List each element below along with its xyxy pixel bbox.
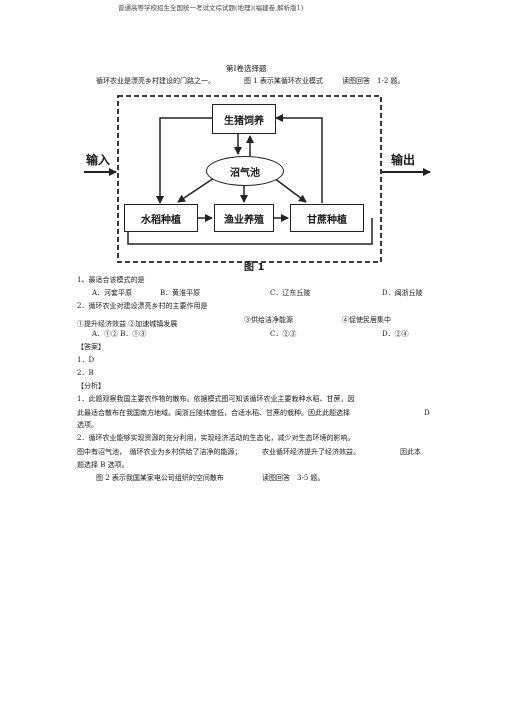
analysis-2-line-2b: 农业循环经济提升了经济效益。: [262, 448, 360, 456]
pig-farming-box: 生猪饲养: [212, 104, 276, 134]
analysis-1-line-3: 选项。: [77, 421, 98, 429]
analysis-1-line-2: 此最适合散布在我国南方地域。闽浙丘陵纬度低，合适水稻、甘蔗的栽种。因此此题选择: [77, 409, 350, 417]
analysis-1-line-1: 1．此题观察我国主要农作物的散布。依据模式图可知该循环农业主要栽种水稻、甘蔗，因: [77, 395, 355, 403]
q2-item-3: ③供给洁净能源: [244, 316, 293, 324]
section-title: 第Ⅰ卷选择题: [226, 64, 267, 73]
analysis-2-line-2a: 图中有沼气池， 循环农业为乡村供给了洁净的能源；: [77, 448, 242, 456]
q1-option-a: A．河套平原: [92, 289, 133, 297]
q2-items-1-2: ①提升经济效益 ②加速城镇发展: [77, 320, 178, 328]
q2-item-4: ④促使民居集中: [342, 316, 391, 324]
input-label: 输入: [86, 153, 111, 167]
fig2-intro-1: 图 2 表示我国某家电公司组织的空间散布: [96, 474, 224, 482]
q1-stem: 1、最适合该模式的是: [77, 276, 145, 284]
sugarcane-planting-box: 甘蔗种植: [290, 204, 364, 232]
q2-stem: 2．循环农业对建设漂亮乡村的主要作用是: [77, 302, 208, 310]
q1-option-b: B．黄淮平原: [160, 289, 201, 297]
analysis-label: 【分析】: [77, 382, 105, 390]
analysis-1-line-2-tail: D: [424, 409, 430, 417]
analysis-2-line-3: 题选择 B 选项。: [77, 461, 129, 469]
q2-option-c: C．②③: [270, 330, 297, 338]
output-label: 输出: [391, 153, 416, 167]
sugarcane-to-pig-arrow: [275, 114, 323, 203]
page-header: 普通高等学校招生全国统一考试文综试题(地理)(福建卷,解析版1): [118, 4, 304, 12]
fish-farming-box: 渔业养殖: [214, 204, 274, 232]
answer-1: 1．D: [77, 356, 95, 364]
analysis-2-line-1: 2．循环农业能够实现资源的充分利用，实现经济活动的生态化，减少对生态环境的影响。: [77, 434, 355, 442]
intro-text-3: 读图回答 1-2 题。: [342, 77, 405, 85]
q2-option-d: D．②④: [382, 330, 409, 338]
answer-label: 【答案】: [77, 343, 105, 351]
q1-option-d: D．闽浙丘陵: [382, 289, 423, 297]
biogas-pit-oval: 沼气池: [206, 156, 284, 186]
analysis-2-line-2c: 因此本: [400, 448, 421, 456]
dashed-frame: [117, 95, 382, 263]
answer-2: 2．B: [77, 369, 94, 377]
intro-text-2: 图 1 表示某循环农业模式: [244, 77, 323, 85]
q2-option-ab: A．①② B．①③: [92, 330, 147, 338]
rice-planting-box: 水稻种植: [124, 204, 198, 232]
biogas-to-rice-arrow: [177, 177, 215, 203]
figure-caption: 图 1: [244, 262, 265, 273]
biogas-to-sugarcane-arrow: [273, 177, 307, 203]
intro-text-1: 循环农业是漂亮乡村建设的门路之一。: [96, 77, 215, 85]
fig2-intro-2: 读图回答 3-5 题。: [262, 474, 325, 482]
q1-option-c: C．辽东丘陵: [270, 289, 311, 297]
pig-to-rice-arrow: [156, 117, 212, 204]
